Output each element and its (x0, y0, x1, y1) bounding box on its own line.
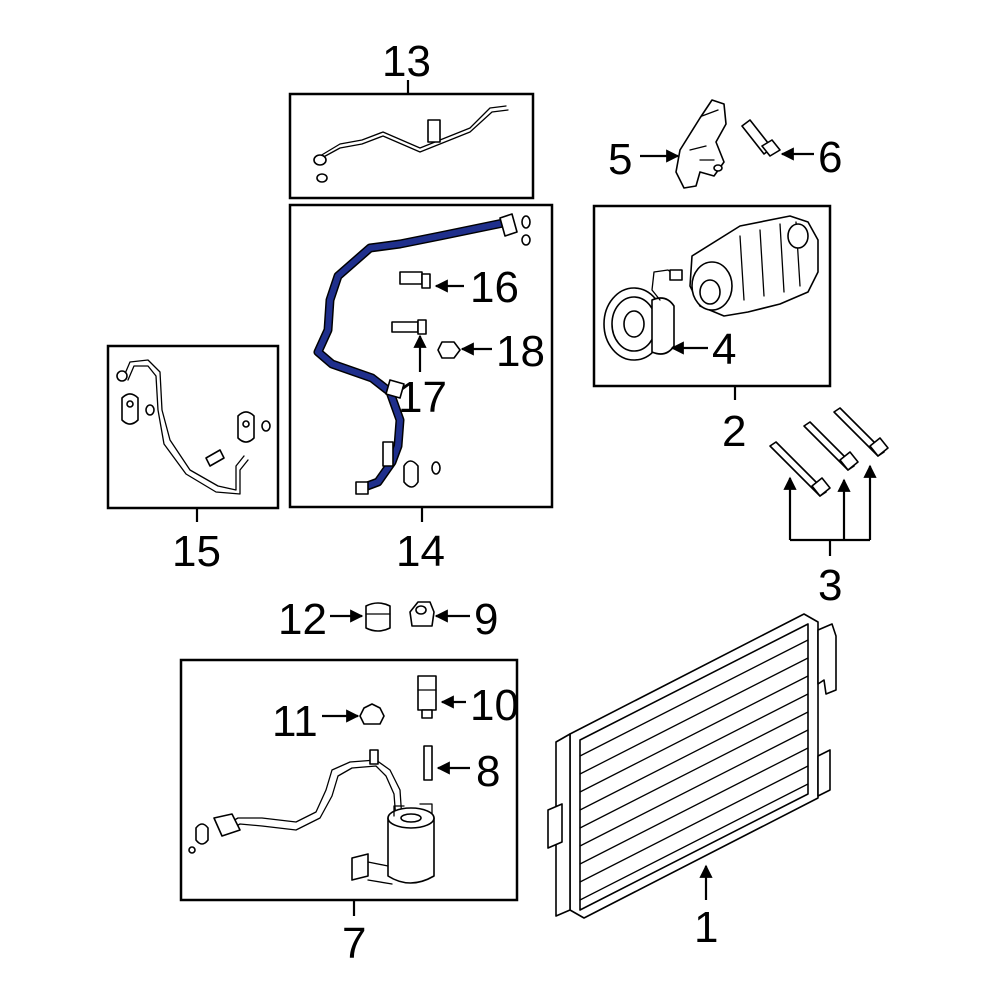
callout-7: 7 (342, 919, 366, 968)
callout-17: 17 (398, 373, 447, 422)
bolt-6[interactable] (741, 119, 781, 157)
callout-1: 1 (694, 903, 718, 952)
bolts-3[interactable] (769, 407, 889, 497)
callout-13: 13 (382, 37, 431, 86)
box-7-receiver-drier[interactable] (179, 658, 519, 902)
condenser-1[interactable] (547, 613, 837, 919)
callout-2: 2 (722, 407, 746, 456)
valve-cap-18[interactable] (437, 341, 461, 359)
callout-10: 10 (470, 681, 519, 730)
callout-15: 15 (172, 527, 221, 576)
box-15-liquid-line[interactable] (106, 344, 280, 510)
pressure-switch-16[interactable] (399, 271, 431, 289)
callout-11: 11 (272, 697, 318, 746)
pressure-switch-10[interactable] (417, 675, 437, 719)
callout-8: 8 (476, 747, 500, 796)
service-valve-17[interactable] (391, 319, 427, 335)
fitting-11[interactable] (359, 703, 385, 725)
tube-8[interactable] (423, 745, 433, 781)
callout-12: 12 (278, 595, 327, 644)
highlighted-ac-hose[interactable] (313, 213, 518, 495)
callout-5: 5 (608, 135, 632, 184)
callout-16: 16 (470, 263, 519, 312)
callout-3: 3 (818, 561, 842, 610)
box-2-compressor-assembly[interactable] (592, 204, 832, 388)
callout-6: 6 (818, 133, 842, 182)
callout-9: 9 (474, 595, 498, 644)
compressor-4[interactable] (603, 215, 819, 361)
cap-9[interactable] (409, 601, 435, 627)
callout-18: 18 (496, 327, 545, 376)
sensor-12[interactable] (365, 602, 391, 632)
box-13-suction-line[interactable] (288, 92, 535, 200)
callout-4: 4 (712, 325, 736, 374)
mounting-bracket-5[interactable] (675, 99, 727, 189)
callout-14: 14 (396, 527, 445, 576)
